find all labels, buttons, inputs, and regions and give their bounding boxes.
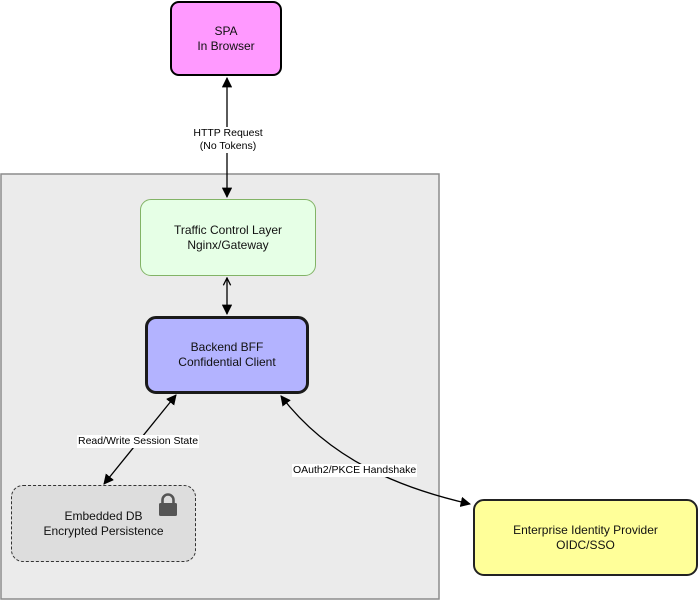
http-request-line2: (No Tokens) <box>199 140 257 152</box>
traffic-control-node: Traffic Control Layer Nginx/Gateway <box>140 199 316 276</box>
embedded-db-node: Embedded DB Encrypted Persistence <box>11 485 196 562</box>
idp-subtitle: OIDC/SSO <box>556 537 615 552</box>
spa-subtitle: In Browser <box>197 38 255 53</box>
edge-label-http-request: HTTP Request (No Tokens) <box>184 127 272 153</box>
traffic-subtitle: Nginx/Gateway <box>187 237 269 252</box>
backend-bff-node: Backend BFF Confidential Client <box>145 316 309 394</box>
http-request-line1: HTTP Request <box>193 127 263 139</box>
identity-provider-node: Enterprise Identity Provider OIDC/SSO <box>473 499 698 576</box>
traffic-title: Traffic Control Layer <box>173 222 283 237</box>
lock-icon <box>159 493 177 516</box>
bff-title: Backend BFF <box>190 340 264 354</box>
spa-node: SPA In Browser <box>170 1 282 76</box>
db-subtitle: Encrypted Persistence <box>43 523 164 538</box>
bff-subtitle: Confidential Client <box>178 355 276 369</box>
idp-title: Enterprise Identity Provider <box>513 522 658 537</box>
db-title: Embedded DB <box>64 508 143 523</box>
oauth-text: OAuth2/PKCE Handshake <box>293 464 417 476</box>
edge-label-oauth: OAuth2/PKCE Handshake <box>292 464 418 477</box>
edge-label-session-state: Read/Write Session State <box>77 435 200 448</box>
session-state-text: Read/Write Session State <box>78 435 199 447</box>
spa-title: SPA <box>214 23 238 38</box>
